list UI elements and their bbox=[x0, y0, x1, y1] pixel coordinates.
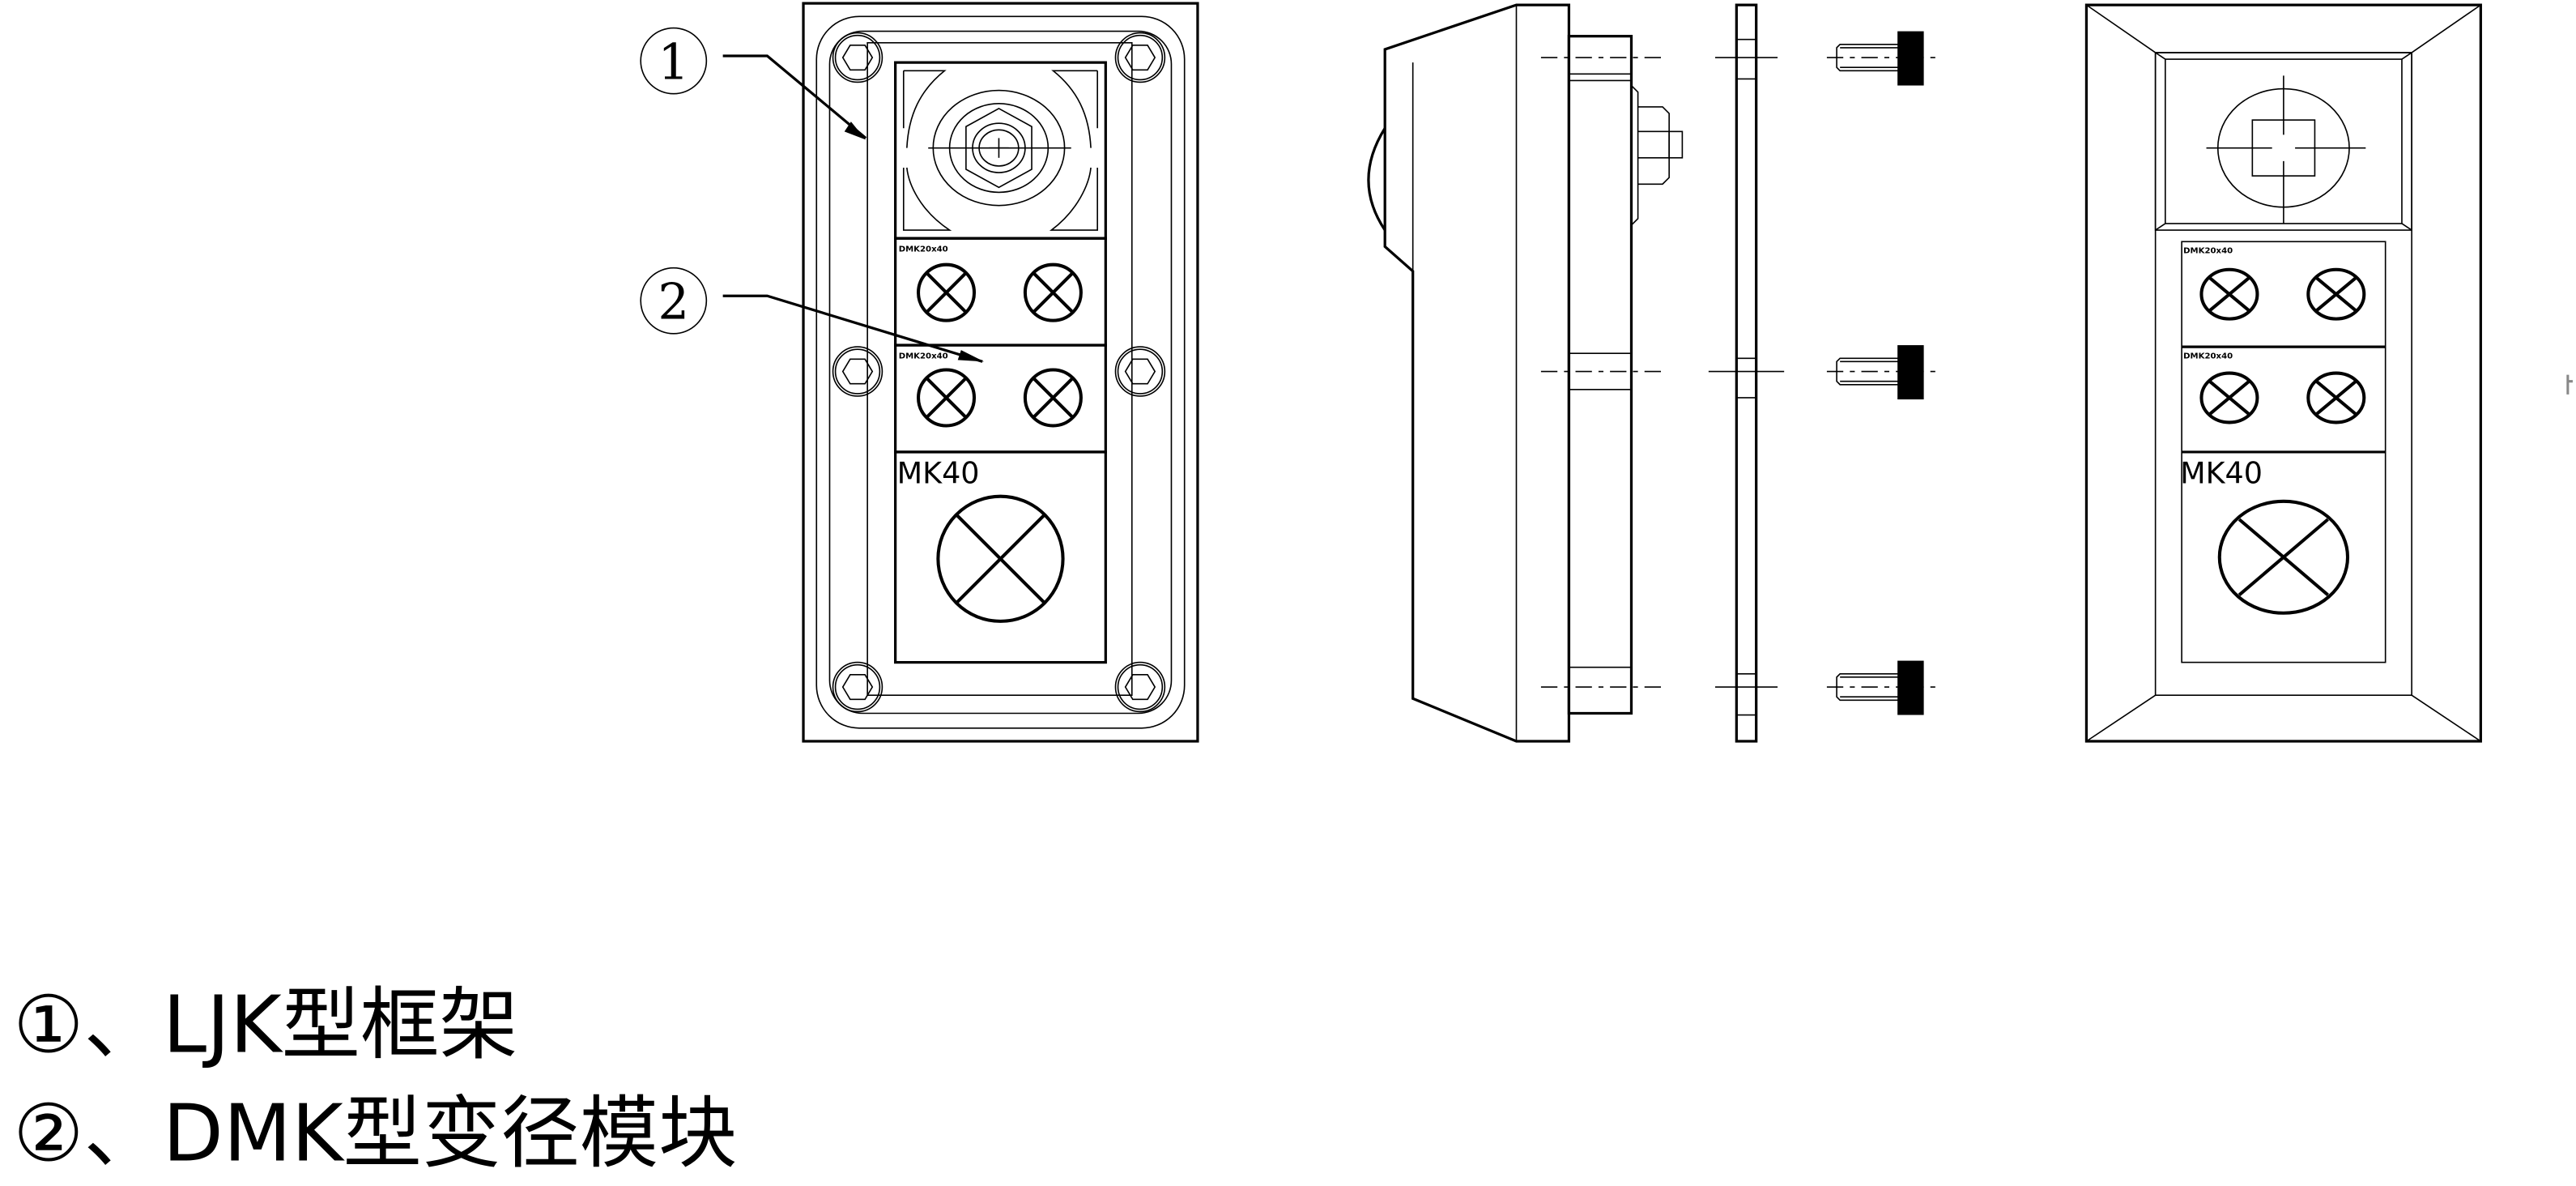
module-label: DMK20x40 bbox=[2183, 246, 2233, 255]
port-x-icon bbox=[2199, 267, 2259, 321]
legend-item-2: ②、DMK型变径模块 bbox=[13, 1087, 737, 1179]
module-label: DMK20x40 bbox=[2183, 352, 2233, 360]
port-x-icon bbox=[917, 368, 977, 428]
dmk-module: DMK20x40 bbox=[894, 343, 1107, 454]
front-inner-frame bbox=[866, 41, 1133, 696]
port-x-icon bbox=[2306, 267, 2366, 321]
svg-text:2: 2 bbox=[658, 275, 689, 331]
screw-icon bbox=[832, 346, 884, 397]
screw-icon bbox=[1114, 32, 1166, 83]
callout-1: 1 bbox=[640, 27, 867, 140]
dmk-module: DMK20x40 bbox=[894, 237, 1107, 347]
centerlines bbox=[1540, 57, 1785, 688]
rear-view: DMK20x40 DMK20x40 MK40 bbox=[2084, 3, 2482, 743]
module-label: MK40 bbox=[2180, 455, 2263, 490]
port-x-icon bbox=[936, 494, 1065, 623]
front-gasket bbox=[828, 30, 1173, 715]
front-screws bbox=[832, 32, 1166, 713]
screw-icon bbox=[832, 32, 884, 83]
legend: ①、LJK型框架 ②、DMK型变径模块 bbox=[13, 979, 737, 1179]
side-view bbox=[1367, 3, 1935, 743]
port-x-icon bbox=[2306, 371, 2366, 424]
port-x-icon bbox=[917, 262, 977, 322]
bolt-icon bbox=[1826, 345, 1935, 400]
port-x-icon bbox=[1023, 262, 1083, 322]
module-label: DMK20x40 bbox=[899, 245, 948, 254]
bolt-icon bbox=[1826, 31, 1935, 86]
front-rounded-frame bbox=[815, 15, 1186, 729]
legend-item-1: ①、LJK型框架 bbox=[13, 979, 518, 1070]
screw-icon bbox=[1114, 661, 1166, 713]
callout-2: 2 bbox=[640, 267, 985, 363]
mk40-module: MK40 bbox=[894, 450, 1107, 664]
module-label: MK40 bbox=[897, 455, 980, 490]
bolt-icon bbox=[1826, 660, 1935, 715]
edge-mark bbox=[2566, 374, 2573, 395]
svg-text:1: 1 bbox=[658, 34, 689, 91]
front-view: DMK20x40 DMK20x40 MK40 bbox=[802, 2, 1199, 743]
gasket-plate bbox=[1735, 3, 1758, 743]
port-x-icon bbox=[2217, 499, 2350, 615]
front-outer-frame bbox=[802, 2, 1199, 743]
rotary-switch-module bbox=[894, 61, 1107, 240]
port-x-icon bbox=[1023, 368, 1083, 428]
screw-icon bbox=[1114, 346, 1166, 397]
module-label: DMK20x40 bbox=[899, 352, 948, 360]
screw-icon bbox=[832, 661, 884, 713]
knob-dome bbox=[1367, 127, 1386, 231]
port-x-icon bbox=[2199, 371, 2259, 424]
